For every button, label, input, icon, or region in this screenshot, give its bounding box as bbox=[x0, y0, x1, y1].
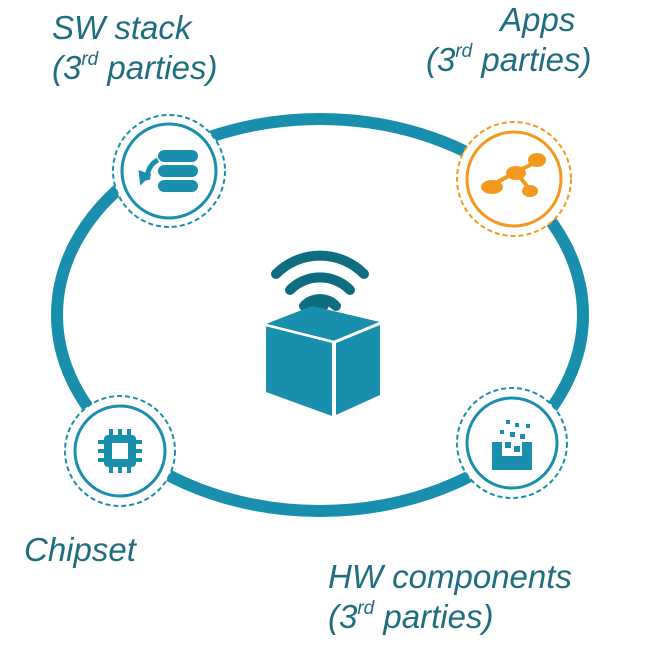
hw-components-label-line2: (3rd parties) bbox=[328, 598, 494, 635]
cube-icon bbox=[265, 306, 381, 416]
hw-components-node bbox=[456, 387, 568, 499]
sw-stack-label-line1: SW stack bbox=[52, 9, 192, 46]
iot-device-icon bbox=[265, 250, 381, 416]
cloud-network-icon bbox=[481, 153, 546, 197]
database-refresh-icon bbox=[138, 150, 198, 192]
hw-components-icon bbox=[492, 420, 532, 470]
apps-label-line2: (3rd parties) bbox=[426, 41, 592, 78]
hw-components-label-line1: HW components bbox=[328, 558, 572, 595]
hw-components-label: HW components (3rd parties) bbox=[328, 557, 572, 637]
chipset-node bbox=[64, 395, 176, 507]
sw-stack-label-line2: (3rd parties) bbox=[52, 49, 218, 86]
chipset-label: Chipset bbox=[24, 531, 136, 568]
connection-ring bbox=[51, 113, 589, 517]
apps-node bbox=[456, 121, 572, 237]
apps-label: Apps (3rd parties) bbox=[426, 0, 591, 80]
chip-icon bbox=[98, 429, 142, 473]
apps-label-line1: Apps bbox=[500, 1, 576, 38]
sw-stack-label: SW stack (3rd parties) bbox=[52, 8, 217, 88]
sw-stack-node bbox=[112, 114, 226, 228]
